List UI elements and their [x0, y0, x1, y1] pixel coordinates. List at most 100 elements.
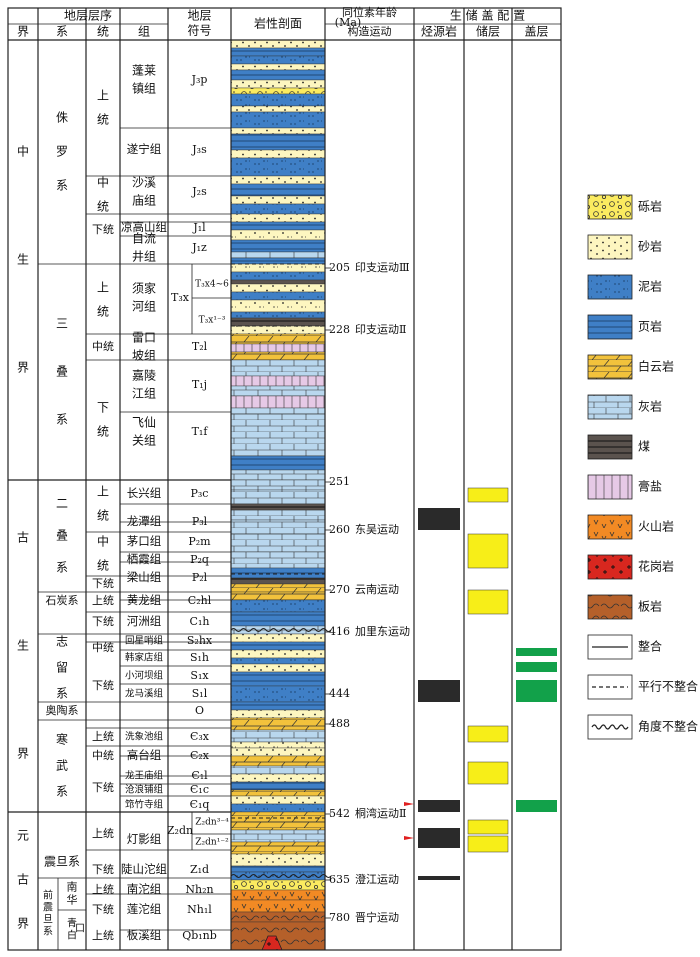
symbol-12: P₃l [192, 515, 208, 528]
era-mesozoic-char-2: 界 [17, 361, 29, 375]
legend-label-4: 白云岩 [638, 359, 674, 374]
lithology-layer-69 [230, 741, 326, 749]
formation-4-l2: 井组 [132, 250, 156, 264]
reservoir-bar-2 [467, 589, 509, 615]
era-proterozoic-char-0: 元 [17, 829, 29, 843]
formation-7-l1: 嘉陵 [132, 369, 156, 383]
header-age-l2: (Ma) [335, 16, 361, 29]
cap-rock-bar-0 [516, 648, 557, 656]
legend-item-3: 页岩 [587, 314, 662, 340]
formation-8-l2: 关组 [132, 434, 156, 448]
symbol-9: T₁j [192, 378, 207, 391]
lithology-layer-56 [230, 611, 326, 627]
formation-10: 龙潭组 [127, 514, 162, 528]
age-251: 251 [329, 475, 350, 488]
system-permian-char-1: 叠 [56, 529, 68, 543]
system-pre-sinian-char-1: 震 [43, 902, 53, 914]
series-label-19: 下统 [92, 903, 114, 916]
lithology-layer-14 [230, 175, 326, 185]
system-qingbaikou-b: 口 [75, 924, 85, 935]
symbol-22: O [195, 704, 204, 717]
symbol-5: T₃x [171, 291, 190, 304]
legend-label-6: 煤 [638, 440, 650, 454]
formation-27: 南沱组 [127, 882, 162, 896]
formation-18: 小河坝组 [125, 670, 164, 682]
formation-9: 长兴组 [127, 486, 162, 500]
legend-item-6: 煤 [587, 434, 650, 460]
series-label-9: 上统 [92, 594, 114, 607]
legend-label-1: 砂岩 [638, 239, 662, 254]
lithology-layer-15 [230, 183, 326, 197]
legend-label-12: 平行不整合 [638, 679, 698, 694]
lithology-layer-7 [230, 93, 326, 107]
symbol-33: Nh₁l [187, 903, 212, 916]
series-label-3-char-1: 统 [97, 305, 109, 319]
conglomerate-swatch [587, 194, 633, 220]
formation-7-l2: 江组 [132, 387, 156, 401]
system-jurassic-char-2: 系 [56, 179, 68, 193]
age-635: 635 [329, 873, 350, 886]
reservoir-bar-6 [467, 835, 509, 853]
formation-19: 龙马溪组 [125, 688, 164, 700]
series-label-6-char-1: 统 [97, 509, 109, 523]
lithology-layer-54 [230, 591, 326, 601]
lithology-layer-29 [230, 299, 326, 313]
formation-2-l2: 庙组 [132, 194, 156, 208]
symbol-16: C₂hl [188, 594, 212, 607]
lithology-layer-83 [230, 865, 326, 873]
lithology-layer-25 [230, 271, 326, 281]
legend-item-12: 平行不整合 [587, 674, 698, 700]
lithology-layer-19 [230, 221, 326, 231]
lithology-layer-87 [230, 899, 326, 913]
system-jurassic-char-0: 侏 [56, 111, 68, 125]
era-mesozoic-char-1: 生 [17, 253, 29, 267]
series-label-10: 下统 [92, 615, 114, 628]
series-label-13: 上统 [92, 730, 114, 743]
era-paleozoic-char-0: 古 [17, 530, 29, 545]
lithology-layer-27 [230, 283, 326, 293]
symbol-24: Є₂x [190, 749, 210, 762]
header-symbol-l2: 符号 [187, 23, 211, 38]
system-pre-sinian-char-2: 旦 [43, 914, 53, 926]
lithology-layer-1 [230, 47, 326, 57]
symbol-10: T₁f [192, 425, 209, 438]
legend-item-9: 花岗岩 [587, 554, 674, 580]
limestone-swatch [587, 394, 633, 420]
system-cambrian-char-2: 系 [56, 785, 68, 799]
system-permian-char-2: 系 [56, 561, 68, 575]
lithology-layer-3 [230, 63, 326, 71]
legend-label-3: 页岩 [638, 319, 662, 334]
lithology-layer-37 [230, 375, 326, 387]
system-triassic-char-0: 三 [56, 317, 68, 331]
shale-swatch [587, 314, 633, 340]
lithology-layer-47 [230, 509, 326, 521]
symbol-6: T₃x4~6 [195, 280, 229, 290]
lithology-layer-31 [230, 317, 326, 327]
age-542: 542 [329, 807, 350, 820]
system-ordovician: 奥陶系 [46, 703, 79, 717]
symbol-26: Є₁c [190, 783, 209, 796]
system-pre-sinian-char-0: 前 [43, 889, 53, 902]
lithology-layer-36 [230, 359, 326, 377]
source-rock-bar-3 [418, 828, 460, 848]
cap-rock-bar-3 [516, 800, 557, 812]
age-780: 780 [329, 911, 350, 924]
event-0: 印支运动Ⅲ [355, 261, 410, 274]
reservoir-bar-1 [467, 533, 509, 569]
series-label-5-char-0: 下 [97, 401, 109, 415]
source-rock-bar-2 [418, 800, 460, 812]
gypsum-salt-swatch [587, 474, 633, 500]
series-label-12: 下统 [92, 679, 114, 692]
formation-24: 筇竹寺组 [125, 799, 164, 811]
formation-14: 黄龙组 [127, 593, 162, 607]
symbol-34: Qb₁nb [182, 929, 217, 942]
formation-23: 沧浪铺组 [125, 784, 164, 796]
symbol-7: T₃x¹⁻³ [199, 316, 226, 326]
formation-26: 陡山沱组 [121, 862, 167, 876]
lithology-layer-59 [230, 641, 326, 651]
age-488: 488 [329, 717, 350, 730]
legend-label-13: 角度不整合 [638, 719, 698, 734]
series-label-14: 中统 [92, 749, 114, 762]
